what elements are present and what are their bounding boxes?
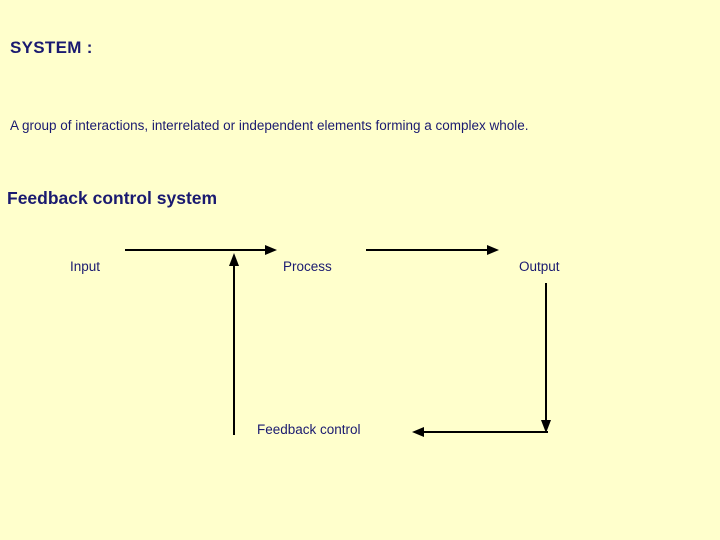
arrow-input-to-process [125,245,277,255]
diagram-node-feedback-control: Feedback control [257,422,361,437]
arrow-feedback-to-process [229,253,239,435]
arrow-process-to-output [366,245,499,255]
page-title: SYSTEM : [10,38,93,57]
system-definition-text: A group of interactions, interrelated or… [10,118,529,133]
section-heading: Feedback control system [7,188,218,208]
arrow-output-to-feedback [412,427,548,437]
diagram-node-process: Process [283,259,332,274]
arrow-output-down [541,283,551,433]
diagram-node-output: Output [519,259,560,274]
diagram-node-input: Input [70,259,101,274]
